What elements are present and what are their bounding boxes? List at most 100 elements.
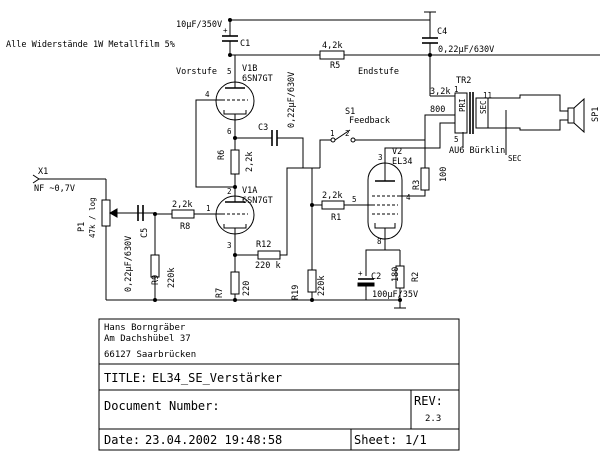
c2-value: 100µF/35V [372,290,418,300]
c2-ref: C2 [371,272,381,282]
address-line3: 66127 Saarbrücken [104,350,196,360]
svg-text:3: 3 [378,153,383,162]
resistor-r3: R3 100 [398,140,449,197]
tr2-prim: 3,2k [430,87,450,97]
speaker-sp1: SP1 [488,94,601,155]
resistor-note: Alle Widerstände 1W Metallfilm 5% [6,40,175,50]
p1-ref: P1 [77,222,87,232]
r2-value: 180 [391,267,401,282]
document-number-label: Document Number: [104,399,220,413]
resistor-r6: R6 2,2k [217,145,255,192]
capacitor-c4: C4 0,22µF/630V [422,12,494,57]
tr2-ref: TR2 [456,76,471,86]
c4-ref: C4 [437,27,447,37]
date-value: 23.04.2002 19:48:58 [145,433,282,447]
c1-value: 10µF/350V [176,20,222,30]
capacitor-c1: + 10µF/350V C1 [176,18,250,57]
supply-rail [229,11,600,56]
sp1-ref: SP1 [591,107,601,122]
title-block [98,318,460,451]
r3-value: 100 [439,167,449,182]
capacitor-c3: C3 0,22µF/630V [235,72,304,168]
r7-value: 220 [242,281,252,296]
v1a-ref: V1A [242,186,257,196]
resistor-r12: R12 220 k [233,167,320,271]
svg-text:8: 8 [377,237,382,246]
c4-value: 0,22µF/630V [438,45,494,55]
date-label: Date: [104,433,140,447]
r1-value: 2,2k [322,191,342,201]
s1-label: Feedback [349,116,390,126]
resistor-r8: 2,2k R8 [155,200,222,232]
svg-text:1: 1 [206,204,211,213]
x1-ref: X1 [38,167,48,177]
s1-ref: S1 [345,107,355,117]
resistor-r7: R7 220 [215,255,252,300]
r12-ref: R12 [256,240,271,250]
c3-ref: C3 [258,123,268,133]
tube-v2-el34: V2 EL34 3 4 5 8 [352,147,412,250]
svg-text:2: 2 [345,129,350,138]
tube-v1b: V1B 6SN7GT 5 4 6 [200,55,273,145]
r3-ref: R3 [412,180,422,190]
title-value: EL34_SE_Verstärker [152,371,282,385]
potentiometer-p1: P1 47k / log [77,179,155,300]
v2-anode-wire [384,122,455,163]
svg-text:11: 11 [483,91,492,100]
x1-value: NF ~0,7V [34,184,75,194]
svg-text:+: + [223,26,228,35]
r9-value: 220k [167,268,177,288]
c1-ref: C1 [240,39,250,49]
p1-value: 47k / log [88,197,97,238]
svg-text:5: 5 [454,135,459,144]
c3-value: 0,22µF/630V [287,72,297,128]
r8-ref: R8 [180,222,190,232]
r9-ref: R9 [151,275,161,285]
svg-text:+: + [358,269,363,278]
vorstufe-label: Vorstufe [176,67,217,77]
svg-text:5: 5 [227,67,232,76]
tr2-sec-note: 800 [430,105,445,115]
svg-text:2: 2 [227,187,232,196]
v2-ref: V2 [392,147,402,157]
c5-ref: C5 [140,228,150,238]
rev-label: REV: [414,394,443,408]
svg-text:1: 1 [454,85,459,94]
rev-value: 2.3 [425,414,441,424]
svg-text:1: 1 [330,129,335,138]
address-line2: Am Dachshübel 37 [104,334,191,344]
v1b-ref: V1B [242,64,257,74]
tr2-model: AU6 Bürklin [449,146,505,156]
tube-v1a: V1A 6SN7GT 2 1 3 [206,186,273,255]
r2-ref: R2 [411,272,421,282]
v1a-type: 6SN7GT [242,196,273,206]
r19-value: 220k [317,276,327,296]
svg-text:PRI: PRI [458,98,467,112]
svg-text:SEC: SEC [508,154,522,163]
r7-ref: R7 [215,288,225,298]
r19-ref: R19 [291,285,301,300]
svg-text:SEC: SEC [479,100,488,114]
address-line1: Hans Borngräber [104,323,186,333]
transformer-tr2: TR2 3,2k 800 AU6 Bürklin PRI SEC SEC 1 1… [429,55,522,163]
r6-value: 2,2k [245,152,255,172]
sheet-value: 1/1 [405,433,427,447]
v1b-grid-wire [195,99,235,188]
endstufe-label: Endstufe [358,67,399,77]
svg-text:3: 3 [227,241,232,250]
resistor-r1: 2,2k R1 [312,191,366,223]
r12-value: 220 k [255,261,281,271]
resistor-r19: R19 220k [291,168,327,300]
r1-ref: R1 [331,213,341,223]
r6-ref: R6 [217,150,227,160]
r5-value: 4,2k [322,41,342,51]
resistor-r5: 4,2k R5 [319,41,345,71]
title-label: TITLE: [104,371,147,385]
capacitor-c2: + C2 100µF/35V [357,249,418,300]
svg-text:4: 4 [406,193,411,202]
sheet-label: Sheet: [354,433,397,447]
svg-text:4: 4 [205,90,210,99]
r5-ref: R5 [330,61,340,71]
capacitor-c5: C5 0,22µF/630V [124,205,157,292]
